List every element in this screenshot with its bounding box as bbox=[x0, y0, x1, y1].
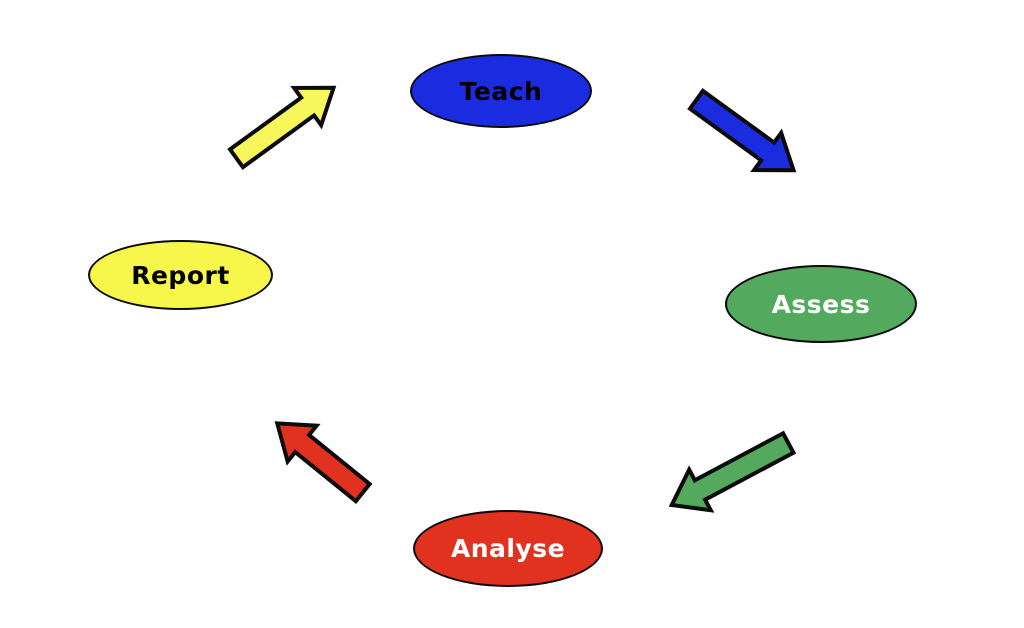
node-teach: Teach bbox=[410, 54, 592, 128]
arrow-report-to-teach-icon bbox=[227, 85, 337, 170]
node-assess-label: Assess bbox=[771, 289, 871, 319]
node-teach-label: Teach bbox=[459, 76, 543, 106]
arrow-analyse-to-report-icon bbox=[274, 421, 373, 504]
arrow-assess-to-analyse-icon bbox=[668, 430, 797, 513]
node-analyse: Analyse bbox=[413, 510, 603, 587]
node-report: Report bbox=[88, 240, 273, 310]
node-report-label: Report bbox=[131, 260, 230, 290]
arrow-analyse-to-report-shape bbox=[274, 421, 373, 504]
arrow-teach-to-assess-icon bbox=[687, 88, 797, 173]
arrow-report-to-teach-shape bbox=[227, 85, 337, 170]
node-assess: Assess bbox=[725, 265, 917, 343]
arrow-teach-to-assess-shape bbox=[687, 88, 797, 173]
arrow-assess-to-analyse-shape bbox=[668, 430, 797, 513]
node-analyse-label: Analyse bbox=[450, 534, 566, 563]
